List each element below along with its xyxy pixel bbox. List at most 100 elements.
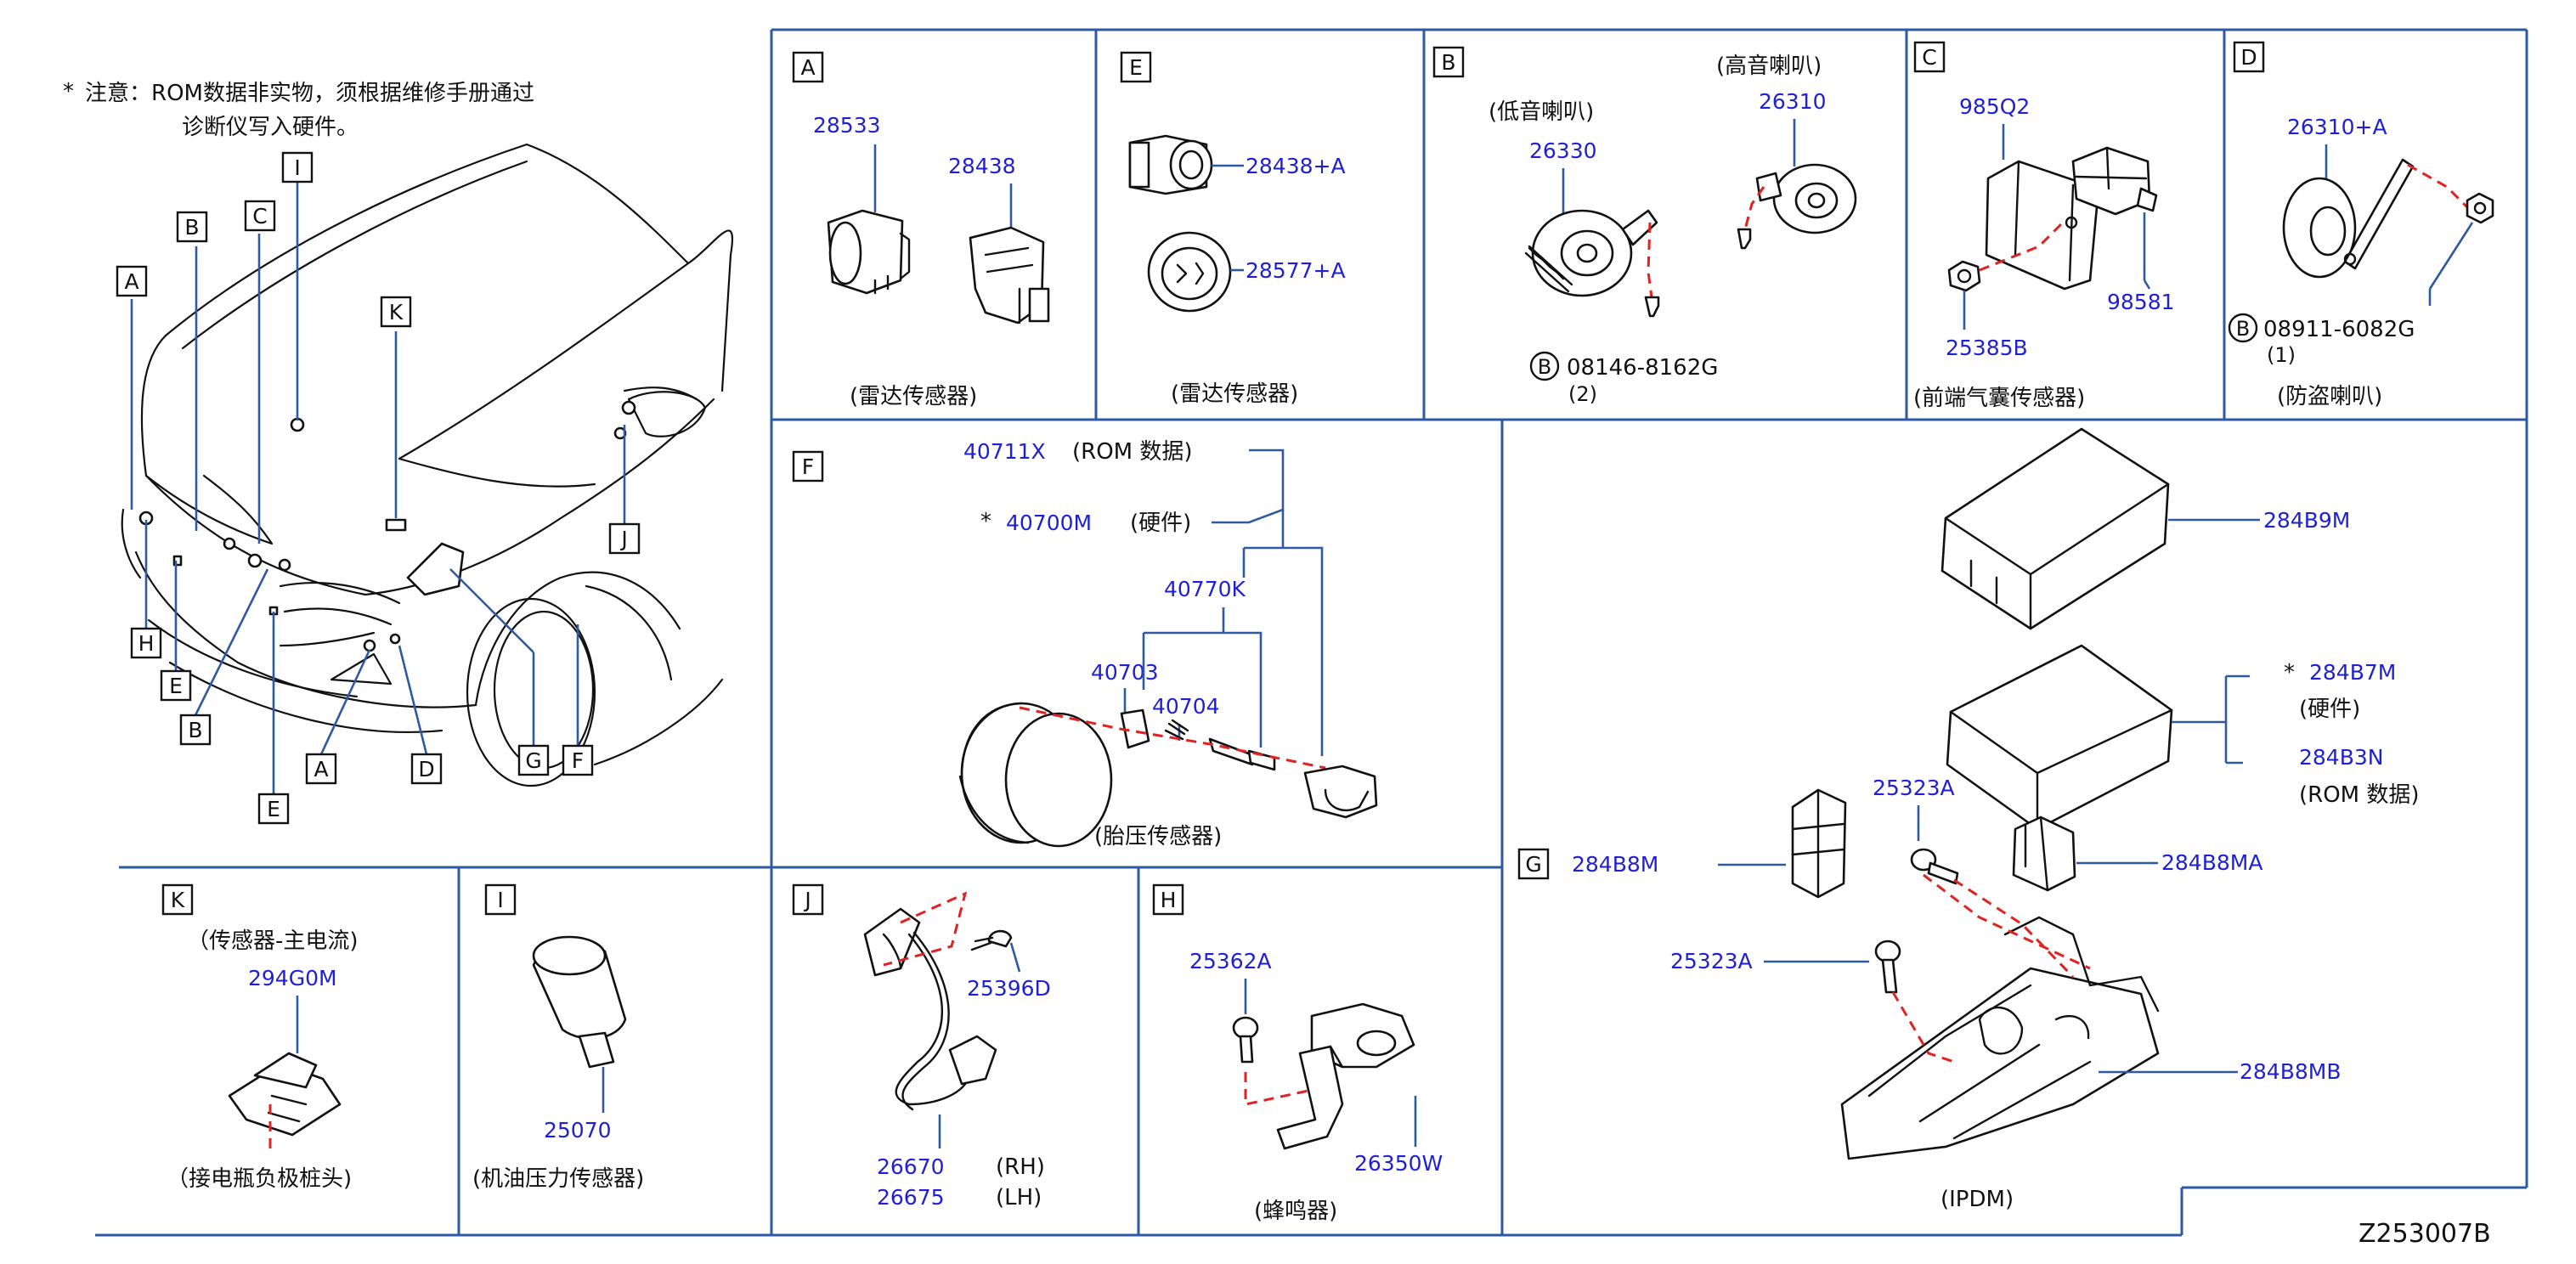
overview-tag-b-bottom: B (188, 718, 202, 742)
part-25323a-left: 25323A (1670, 949, 1753, 973)
part-25070: 25070 (544, 1118, 612, 1143)
panel-b: B (低音喇叭) (高音喇叭) 26330 26310 B 08146-8162… (1432, 46, 1857, 406)
vehicle-overview (121, 143, 734, 787)
panel-e-caption: (雷达传感器) (1171, 381, 1298, 407)
panel-b-low-label: (低音喇叭) (1489, 99, 1594, 125)
part-40704: 40704 (1152, 694, 1220, 719)
panel-k: K （传感器-主电流) 294G0M （接电瓶负极桩头) (161, 883, 359, 1192)
panel-e: E 28438+A 28577+A (雷达传感器) (1120, 51, 1346, 407)
part-284b3n: 284B3N (2299, 745, 2383, 770)
panel-b-letter: B (1441, 50, 1455, 75)
part-25385b: 25385B (1946, 336, 2028, 360)
part-25396d: 25396D (967, 976, 1051, 1001)
overview-tag-a-bottom: A (314, 757, 328, 782)
panel-d-bolt-mark: B (2236, 317, 2250, 341)
panel-g-letter: G (1525, 852, 1541, 877)
panel-h-letter: H (1161, 888, 1177, 912)
panel-f-caption: (胎压传感器) (1094, 824, 1222, 849)
part-284b8ma: 284B8MA (2161, 850, 2262, 875)
panel-a-caption: (雷达传感器) (850, 384, 977, 409)
panel-f-rom-label: (ROM 数据) (1072, 439, 1193, 465)
overview-leaders (130, 183, 626, 794)
panel-g: G 284B9M * 284B7M (硬件) 284B3N (ROM 数据) 2… (1517, 427, 2420, 1212)
panel-b-bolt-qty: (2) (1568, 382, 1597, 406)
panel-i-letter: I (497, 888, 503, 912)
part-294g0m: 294G0M (248, 966, 337, 990)
diagram-id: Z253007B (2359, 1219, 2491, 1249)
part-284b7m: 284B7M (2309, 660, 2396, 685)
panel-i-caption: (机油压力传感器) (472, 1166, 644, 1192)
part-26670: 26670 (877, 1154, 945, 1179)
panel-f-star: * (980, 509, 991, 534)
overview-tag-e-bottom: E (267, 797, 280, 821)
bolt-08911-6082g: 08911-6082G (2263, 317, 2415, 342)
part-284b8m: 284B8M (1572, 852, 1658, 877)
panel-d-caption: (防盗喇叭) (2277, 384, 2382, 409)
overview-tag-a-top: A (124, 269, 138, 294)
panel-a: A 28533 28438 (雷达传感器) (792, 51, 1050, 409)
panel-j: J 25396D 26670 (RH) 26675 (LH) (792, 883, 1051, 1210)
part-284b9m: 284B9M (2263, 508, 2350, 533)
panel-d-letter: D (2240, 45, 2257, 70)
overview-tag-i: I (294, 155, 300, 180)
overview-tag-b-top: B (184, 215, 199, 240)
part-98581: 98581 (2107, 290, 2175, 314)
panel-frames (95, 28, 2528, 1237)
overview-tag-c: C (252, 204, 267, 229)
part-26310-a: 26310+A (2287, 115, 2387, 139)
part-40770k: 40770K (1164, 577, 1246, 601)
panel-c: C 985Q2 98581 25385B (前端气囊传感器) (1913, 41, 2175, 411)
bolt-08146-8162g: 08146-8162G (1567, 355, 1718, 381)
part-25323a-top: 25323A (1873, 776, 1955, 800)
overview-tag-k: K (389, 300, 404, 324)
note-star: * (63, 79, 74, 104)
overview-tag-e-left: E (169, 674, 183, 698)
panel-c-letter: C (1922, 45, 1936, 70)
panel-f-letter: F (802, 454, 814, 479)
panel-k-top-label: （传感器-主电流) (187, 928, 359, 954)
panel-d: D 26310+A B 08911-6082G (1) (防盗喇叭) (2228, 41, 2494, 409)
part-25362a: 25362A (1189, 949, 1272, 973)
part-26330: 26330 (1529, 138, 1597, 163)
overview-tag-h: H (138, 631, 155, 656)
part-40703: 40703 (1091, 660, 1159, 685)
panel-f-hw-label: (硬件) (1130, 511, 1191, 536)
panel-d-bolt-qty: (1) (2267, 343, 2296, 367)
panel-j-rh: (RH) (996, 1154, 1045, 1180)
overview-letter-tags: B C I K A H E B E A D G F J (116, 151, 641, 825)
panel-i: I 25070 (机油压力传感器) (472, 883, 644, 1192)
panel-e-letter: E (1129, 55, 1143, 80)
part-40711x: 40711X (963, 439, 1046, 464)
panel-c-caption: (前端气囊传感器) (1913, 386, 2085, 411)
part-985q2: 985Q2 (1959, 94, 2030, 119)
panel-k-letter: K (171, 888, 185, 912)
panel-b-bolt-mark: B (1538, 355, 1551, 379)
panel-f: F 40711X (ROM 数据) * 40700M (硬件) 40770K 4… (792, 439, 1378, 849)
overview-tag-f: F (572, 748, 584, 773)
panel-a-letter: A (800, 55, 815, 80)
part-28438: 28438 (948, 154, 1016, 178)
note-line-2: 诊断仪写入硬件。 (182, 115, 359, 140)
note-line-1: 注意：ROM数据非实物，须根据维修手册通过 (85, 81, 534, 106)
part-40700m: 40700M (1006, 511, 1092, 535)
panel-g-rom-label: (ROM 数据) (2299, 782, 2420, 808)
ecu-note: * 注意：ROM数据非实物，须根据维修手册通过 诊断仪写入硬件。 (63, 79, 534, 140)
part-28438-a: 28438+A (1246, 154, 1346, 178)
part-26350w: 26350W (1354, 1151, 1443, 1176)
part-26310: 26310 (1759, 89, 1827, 114)
part-284b8mb: 284B8MB (2240, 1059, 2342, 1084)
part-28533: 28533 (813, 113, 881, 138)
panel-h: H 25362A 26350W (蜂鸣器) (1152, 883, 1443, 1224)
panel-g-caption: (IPDM) (1940, 1187, 2014, 1212)
panel-b-high-label: (高音喇叭) (1716, 54, 1822, 79)
panel-j-letter: J (803, 888, 811, 912)
panel-j-lh: (LH) (996, 1185, 1042, 1210)
panel-g-star: * (2284, 660, 2295, 686)
overview-tag-g: G (525, 748, 541, 773)
panel-h-caption: (蜂鸣器) (1254, 1199, 1337, 1224)
overview-tag-j: J (619, 527, 627, 551)
part-28577-a: 28577+A (1246, 258, 1346, 283)
part-26675: 26675 (877, 1185, 945, 1210)
